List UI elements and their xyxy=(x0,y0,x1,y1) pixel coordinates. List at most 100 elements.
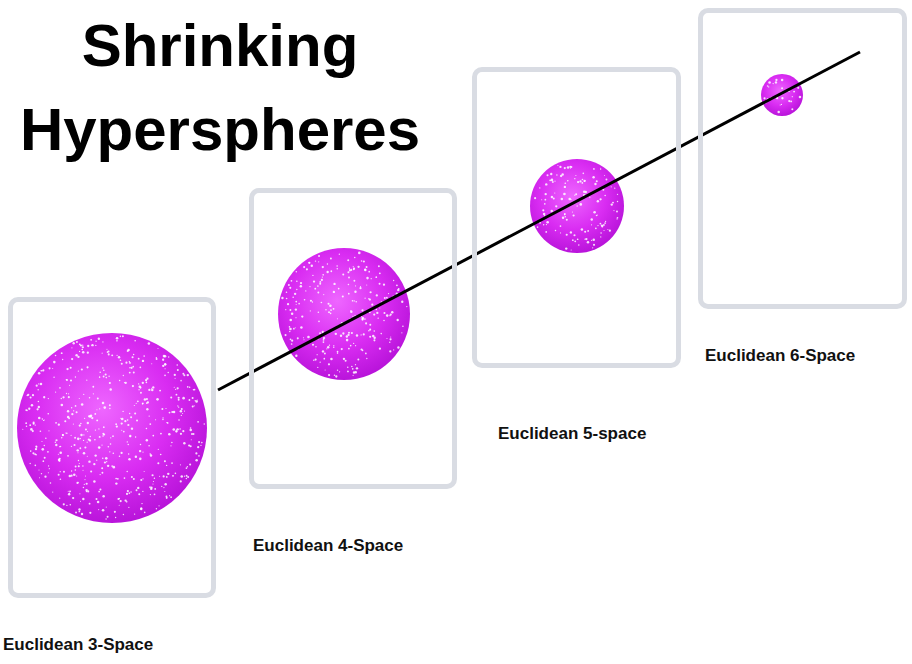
sphere-speck xyxy=(613,210,614,211)
sphere-speck xyxy=(330,310,331,311)
sphere-speck xyxy=(78,370,79,371)
sphere-speck xyxy=(153,481,154,482)
sphere-speck xyxy=(38,383,39,384)
sphere-speck xyxy=(78,511,80,513)
sphere-speck xyxy=(144,471,145,472)
sphere-speck xyxy=(87,422,89,424)
sphere-speck xyxy=(98,446,101,449)
sphere-speck xyxy=(330,313,332,315)
sphere-speck xyxy=(180,464,181,465)
sphere-speck xyxy=(366,284,367,285)
sphere-speck xyxy=(75,354,77,356)
sphere-speck xyxy=(120,336,122,338)
sphere-speck xyxy=(52,491,53,492)
sphere-speck xyxy=(171,442,173,444)
sphere-speck xyxy=(347,366,348,367)
sphere-speck xyxy=(84,479,85,480)
sphere-speck xyxy=(574,178,575,179)
sphere-speck xyxy=(102,433,104,435)
sphere-speck xyxy=(98,491,100,493)
sphere-speck xyxy=(592,247,593,248)
sphere-speck xyxy=(328,311,330,313)
sphere-speck xyxy=(158,449,159,450)
sphere-speck xyxy=(106,507,107,508)
sphere-speck xyxy=(168,433,170,435)
sphere-speck xyxy=(378,265,380,267)
sphere-speck xyxy=(566,219,568,221)
sphere-speck xyxy=(600,168,601,169)
sphere-speck xyxy=(599,223,601,225)
sphere-speck xyxy=(296,289,297,290)
sphere-speck xyxy=(550,210,553,213)
sphere-speck xyxy=(75,512,77,514)
sphere-speck xyxy=(353,266,354,267)
sphere-speck xyxy=(78,508,80,510)
sphere-speck xyxy=(156,508,157,509)
sphere-speck xyxy=(328,363,330,365)
sphere-speck xyxy=(102,341,103,342)
sphere-speck xyxy=(34,464,36,466)
sphere-speck xyxy=(616,218,617,219)
sphere-speck xyxy=(797,87,799,89)
sphere-speck xyxy=(62,434,64,436)
sphere-speck xyxy=(146,402,148,404)
sphere-speck xyxy=(83,452,85,454)
sphere-speck xyxy=(767,85,769,87)
sphere-speck xyxy=(71,475,73,477)
sphere-speck xyxy=(188,399,190,401)
sphere-speck xyxy=(352,300,354,302)
sphere-speck xyxy=(402,325,404,327)
sphere-speck xyxy=(151,363,152,364)
sphere-speck xyxy=(567,180,569,182)
sphere-speck xyxy=(349,270,351,272)
sphere-speck xyxy=(42,460,44,462)
sphere-speck xyxy=(192,406,194,408)
sphere-speck xyxy=(35,424,36,425)
sphere-speck xyxy=(186,467,188,469)
sphere-speck xyxy=(133,354,135,356)
sphere-speck xyxy=(366,277,369,280)
sphere-speck xyxy=(286,291,288,293)
sphere-speck xyxy=(102,435,104,437)
sphere-speck xyxy=(67,455,69,457)
sphere-speck xyxy=(330,309,332,311)
sphere-speck xyxy=(162,417,163,418)
sphere-speck xyxy=(85,475,86,476)
sphere-speck xyxy=(95,429,96,430)
sphere-speck xyxy=(318,261,319,262)
sphere-speck xyxy=(76,411,78,413)
sphere-speck xyxy=(26,425,28,427)
sphere-speck xyxy=(295,317,296,318)
sphere-speck xyxy=(353,268,355,270)
sphere-speck xyxy=(38,372,41,375)
sphere-speck xyxy=(71,347,72,348)
sphere-speck xyxy=(128,453,129,454)
sphere-speck xyxy=(313,359,314,360)
sphere-speck xyxy=(112,435,114,437)
sphere-speck xyxy=(78,465,80,467)
sphere-speck xyxy=(110,443,112,445)
sphere-speck xyxy=(552,181,553,182)
sphere-speck xyxy=(134,413,136,415)
sphere-speck xyxy=(333,308,335,310)
sphere-speck xyxy=(546,224,547,225)
sphere-speck xyxy=(307,336,310,339)
sphere-speck xyxy=(162,359,164,361)
sphere-speck xyxy=(75,469,77,471)
space-label: Euclidean 6-Space xyxy=(705,345,855,366)
sphere-speck xyxy=(164,375,166,377)
sphere-speck xyxy=(101,472,103,474)
sphere-speck xyxy=(47,451,49,453)
sphere-speck xyxy=(137,487,139,489)
sphere-speck xyxy=(29,424,31,426)
sphere-speck xyxy=(99,372,101,374)
sphere-speck xyxy=(781,104,782,105)
sphere-speck xyxy=(390,313,392,315)
sphere-speck xyxy=(32,430,34,432)
sphere-speck xyxy=(161,486,162,487)
sphere-speck xyxy=(79,493,80,494)
sphere-speck xyxy=(315,260,316,261)
sphere-speck xyxy=(67,410,69,412)
sphere-speck xyxy=(376,294,378,296)
sphere-speck xyxy=(55,392,56,393)
